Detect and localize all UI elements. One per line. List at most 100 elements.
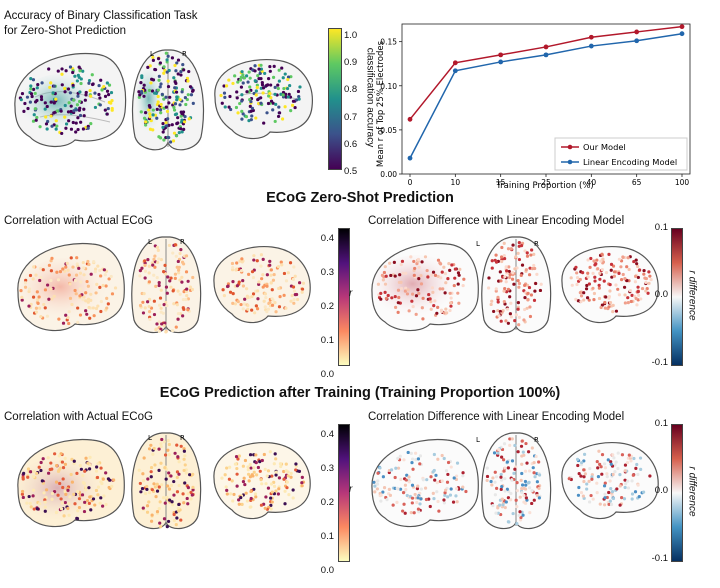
electrode-dot <box>231 265 235 270</box>
electrode-dot <box>81 127 86 131</box>
electrode-dot <box>245 294 249 298</box>
electrode-dot <box>144 491 148 496</box>
electrode-dot <box>500 245 504 250</box>
electrode-dot <box>503 466 507 470</box>
electrode-dot <box>151 452 155 456</box>
electrode-dot <box>268 450 272 454</box>
electrode-dot <box>496 511 500 515</box>
electrode-dot <box>243 297 247 301</box>
electrode-dot <box>523 307 527 312</box>
electrode-dot <box>449 296 453 300</box>
electrode-dot <box>56 469 61 473</box>
electrode-dot <box>181 297 185 302</box>
series-point-1 <box>679 31 685 37</box>
electrode-dot <box>86 461 90 465</box>
hemisphere-l: L <box>150 50 154 58</box>
electrode-dot <box>584 287 589 291</box>
electrode-dot <box>623 276 627 281</box>
electrode-dot <box>99 496 103 500</box>
electrode-dot <box>161 125 165 130</box>
electrode-dot <box>487 276 491 280</box>
electrode-dot <box>283 105 287 109</box>
electrode-dot <box>486 286 491 290</box>
electrode-dot <box>600 268 604 272</box>
electrode-dot <box>68 65 73 69</box>
electrode-dot <box>138 274 142 278</box>
electrode-dot <box>73 502 77 506</box>
electrode-dot <box>185 293 189 298</box>
electrode-dot <box>574 297 578 301</box>
electrode-dot <box>438 287 442 291</box>
electrode-dot <box>162 440 166 444</box>
electrode-dot <box>137 468 141 472</box>
electrode-dot <box>614 460 618 464</box>
electrode-dot <box>237 502 241 506</box>
electrode-dot <box>531 466 535 470</box>
electrode-dot <box>79 81 83 86</box>
electrode-dot <box>255 85 259 90</box>
electrode-dot <box>112 478 116 482</box>
electrode-dot <box>255 307 260 311</box>
electrode-dot <box>533 289 537 293</box>
electrode-dot <box>51 91 55 95</box>
electrode-dot <box>404 478 408 482</box>
electrode-dot <box>81 260 85 265</box>
electrode-dot <box>177 472 181 476</box>
electrode-dot <box>535 493 539 498</box>
electrode-dot <box>282 477 286 481</box>
electrode-dot <box>529 293 534 297</box>
electrode-dot <box>441 287 445 291</box>
electrode-dot <box>137 95 141 99</box>
electrode-dot <box>43 509 47 513</box>
section1-heading: ECoG Zero-Shot Prediction <box>266 190 454 206</box>
electrode-dot <box>49 269 53 273</box>
electrode-dot <box>147 271 151 275</box>
electrode-dot <box>444 307 448 311</box>
electrode-dot <box>406 288 410 292</box>
electrode-dot <box>510 478 514 482</box>
electrode-dot <box>582 459 586 463</box>
electrode-dot <box>417 510 421 514</box>
electrode-dot <box>84 90 88 95</box>
electrode-dot <box>263 305 267 309</box>
electrode-dot <box>493 480 497 484</box>
electrode-dot <box>256 465 260 470</box>
electrode-dot <box>532 460 536 465</box>
electrode-dot <box>300 484 304 488</box>
electrode-dot <box>158 61 162 65</box>
s2-r-label: r <box>349 484 353 495</box>
electrode-dot <box>603 496 607 500</box>
electrode-dot <box>492 309 496 314</box>
electrode-dot <box>231 292 235 296</box>
electrode-dot <box>640 286 645 291</box>
electrode-dot <box>152 446 156 451</box>
electrode-dot <box>104 284 108 288</box>
electrode-dot <box>446 277 450 281</box>
electrode-dot <box>388 493 393 498</box>
electrode-dot <box>287 492 291 497</box>
electrode-dot <box>603 306 607 310</box>
electrode-dot <box>510 437 514 441</box>
electrode-dot <box>186 297 190 301</box>
electrode-dot <box>157 283 161 288</box>
electrode-dot <box>247 272 251 276</box>
electrode-dot <box>418 491 422 495</box>
electrode-dot <box>103 108 107 112</box>
electrode-dot <box>225 492 229 496</box>
electrode-dot <box>433 273 438 277</box>
electrode-dot <box>286 75 291 79</box>
electrode-dot <box>170 500 174 504</box>
electrode-dot <box>68 495 72 499</box>
electrode-dot <box>248 104 252 108</box>
electrode-dot <box>44 115 48 119</box>
s1-r-colorbar <box>338 228 350 366</box>
electrode-dot <box>527 273 532 277</box>
electrode-dot <box>155 276 159 280</box>
electrode-dot <box>647 281 651 285</box>
electrode-dot <box>162 270 166 274</box>
electrode-dot <box>56 278 61 282</box>
electrode-dot <box>251 292 256 296</box>
electrode-dot <box>616 466 620 471</box>
electrode-dot <box>276 114 281 119</box>
electrode-dot <box>282 469 286 474</box>
